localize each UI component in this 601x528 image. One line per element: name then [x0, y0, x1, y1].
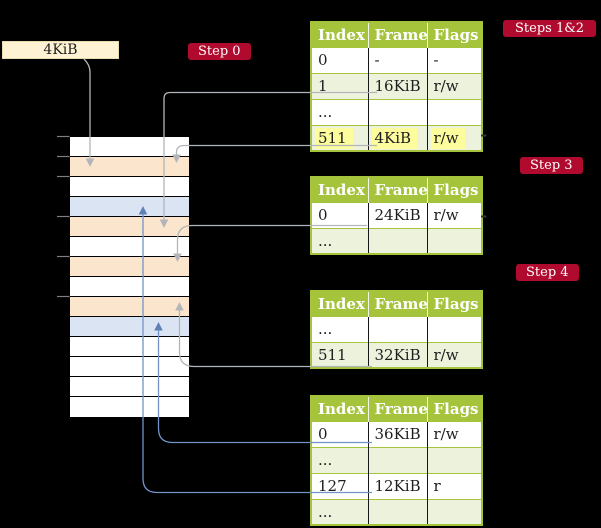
- memory-row-white: [70, 397, 189, 417]
- table-row: 0--: [311, 46, 482, 73]
- table-cell: 32KiB: [367, 341, 427, 368]
- table-cell: 0: [311, 420, 368, 447]
- memory-row-white: [70, 237, 189, 257]
- table-cell: 4KiB: [367, 124, 427, 151]
- table-cell: ...: [311, 315, 368, 342]
- register-address-label: 4KiB: [43, 42, 78, 58]
- table-cell: 0: [311, 46, 368, 73]
- table-cell: [367, 446, 427, 473]
- table-cell: r/w: [426, 201, 482, 228]
- highlighted-value: 511: [315, 127, 353, 149]
- column-header: Frame: [367, 22, 428, 47]
- memory-row-orange: [70, 257, 189, 277]
- table-cell: r/w: [426, 420, 482, 447]
- table-cell: 36KiB: [367, 420, 427, 447]
- table-cell: 16KiB: [367, 72, 427, 99]
- table-cell: ...: [311, 98, 368, 125]
- table-cell: [426, 227, 482, 254]
- table-cell: [426, 498, 482, 525]
- table-cell: 511: [311, 124, 368, 151]
- table-cell: -: [426, 46, 482, 73]
- table-row: 511 4KiB r/w: [311, 124, 482, 151]
- memory-row-blue: [70, 317, 189, 337]
- table-cell: [426, 446, 482, 473]
- table-cell: 0: [311, 201, 368, 228]
- table-row: ...: [311, 98, 482, 125]
- table-cell: 127: [311, 472, 368, 499]
- table-cell: r/w: [426, 124, 482, 151]
- highlighted-value: 4KiB: [371, 127, 418, 149]
- table-cell: ...: [311, 498, 368, 525]
- table-row: ...: [311, 315, 482, 342]
- memory-row-orange: [70, 297, 189, 317]
- memory-row-orange: [70, 217, 189, 237]
- column-header: Flags: [426, 396, 482, 421]
- column-header: Index: [311, 22, 368, 47]
- column-header: Frame: [367, 291, 428, 316]
- column-header: Flags: [426, 177, 482, 202]
- register-address-box: 4KiB: [2, 41, 119, 59]
- table-cell: [367, 315, 427, 342]
- table-cell: ...: [311, 446, 368, 473]
- memory-row-white: [70, 377, 189, 397]
- column-header: Index: [311, 291, 368, 316]
- column-header: Frame: [367, 396, 428, 421]
- table-cell: 511: [311, 341, 368, 368]
- table-cell: [367, 227, 427, 254]
- badge-steps-1-2: Steps 1&2: [503, 20, 597, 37]
- table-cell: -: [367, 46, 427, 73]
- badge-step-4: Step 4: [516, 264, 579, 281]
- table-cell: r: [426, 472, 482, 499]
- table-cell: [426, 315, 482, 342]
- memory-row-white: [70, 337, 189, 357]
- memory-row-white: [70, 137, 189, 157]
- table-cell: r/w: [426, 341, 482, 368]
- column-header: Frame: [367, 177, 428, 202]
- table-cell: r/w: [426, 72, 482, 99]
- table-row: ...: [311, 446, 482, 473]
- column-header: Index: [311, 396, 368, 421]
- table-cell: [426, 98, 482, 125]
- table-cell: ...: [311, 227, 368, 254]
- memory-row-orange: [70, 157, 189, 177]
- memory-row-blue: [70, 197, 189, 217]
- highlighted-value: r/w: [430, 127, 465, 149]
- table-cell: 1: [311, 72, 368, 99]
- badge-step-0: Step 0: [188, 43, 251, 60]
- memory-row-white: [70, 277, 189, 297]
- table-cell: 12KiB: [367, 472, 427, 499]
- memory-row-white: [70, 177, 189, 197]
- physical-memory-column: [69, 136, 190, 418]
- column-header: Index: [311, 177, 368, 202]
- badge-step-3: Step 3: [520, 157, 583, 174]
- memory-row-white: [70, 357, 189, 377]
- table-cell: [367, 98, 427, 125]
- memory-address-ticks: [57, 135, 70, 298]
- table-row: ...: [311, 498, 482, 525]
- table-row: ...: [311, 227, 482, 254]
- column-header: Flags: [426, 291, 482, 316]
- table-cell: 24KiB: [367, 201, 427, 228]
- column-header: Flags: [426, 22, 482, 47]
- table-cell: [367, 498, 427, 525]
